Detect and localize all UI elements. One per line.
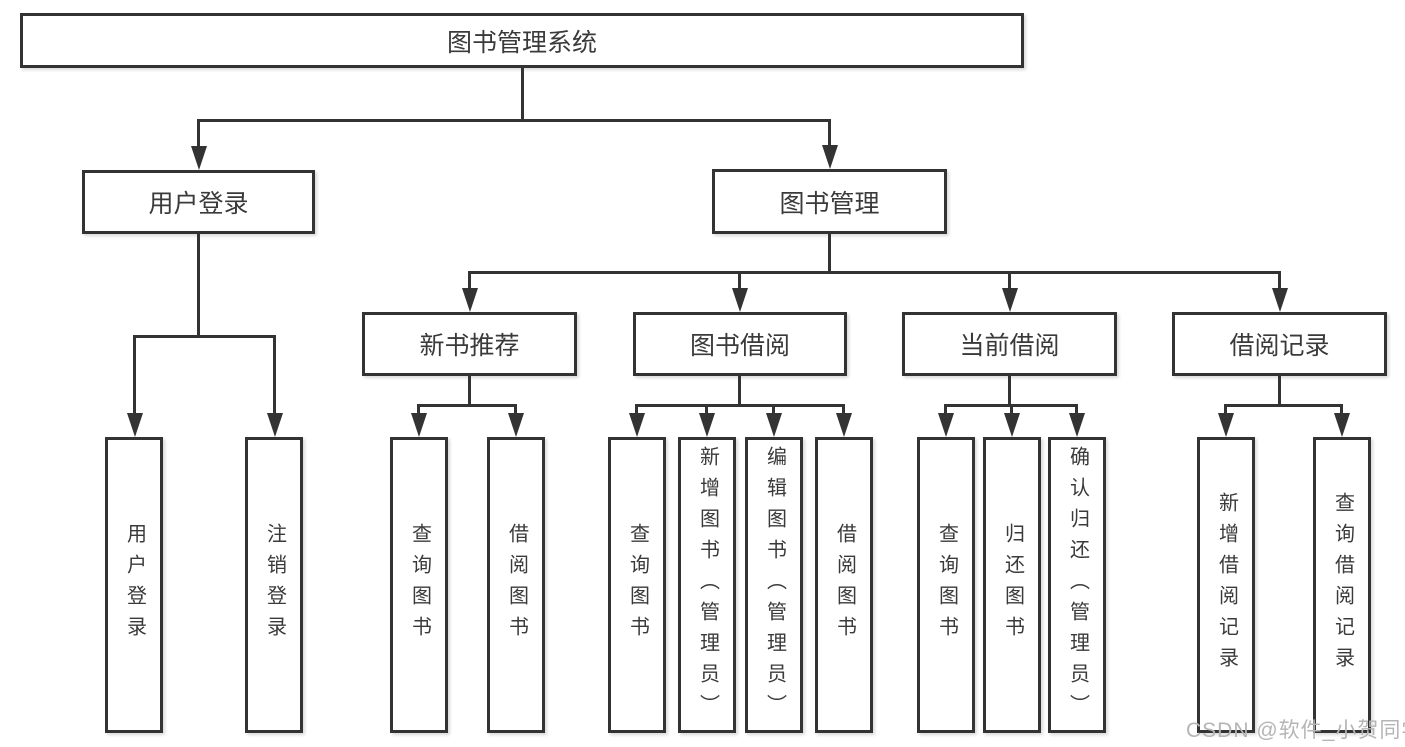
connector-line: [1224, 404, 1227, 414]
arrow-down-icon: [1272, 288, 1288, 312]
connector-line: [635, 404, 638, 414]
node-leaf-current-return: 归还图书: [983, 437, 1041, 733]
leaf-label: 新增借阅记录: [1215, 492, 1238, 678]
leaf-label: 借阅图书: [833, 523, 856, 647]
connector-line: [1340, 404, 1343, 414]
connector-line: [1010, 404, 1013, 414]
node-leaf-record-add: 新增借阅记录: [1197, 437, 1255, 733]
leaf-label: 归还图书: [1001, 523, 1024, 647]
connector-line: [197, 119, 200, 147]
connector-line: [133, 335, 276, 338]
connector-line: [944, 404, 947, 414]
node-leaf-record-query: 查询借阅记录: [1313, 437, 1371, 733]
arrow-down-icon: [1218, 413, 1234, 437]
arrow-down-icon: [822, 145, 838, 169]
node-leaf-borrow-add-admin: 新增图书（管理员）: [678, 437, 736, 733]
arrow-down-icon: [411, 413, 427, 437]
leaf-label: 查询图书: [935, 523, 958, 647]
node-leaf-login: 用户登录: [105, 437, 163, 733]
node-borrow-records: 借阅记录: [1172, 312, 1387, 376]
connector-line: [738, 376, 741, 404]
node-leaf-newbook-borrow: 借阅图书: [487, 437, 545, 733]
connector-line: [417, 404, 420, 414]
node-book-management: 图书管理: [712, 169, 947, 234]
node-leaf-current-confirm-admin: 确认归还（管理员）: [1048, 437, 1106, 733]
connector-line: [1278, 376, 1281, 404]
arrow-down-icon: [1069, 413, 1085, 437]
arrow-down-icon: [1004, 413, 1020, 437]
connector-line: [705, 404, 708, 414]
connector-line: [738, 271, 741, 289]
node-leaf-borrow-edit-admin: 编辑图书（管理员）: [745, 437, 803, 733]
node-leaf-borrow-borrow: 借阅图书: [815, 437, 873, 733]
connector-line: [468, 376, 471, 404]
connector-line: [417, 404, 517, 407]
node-current-borrow: 当前借阅: [902, 312, 1117, 376]
leaf-label: 确认归还（管理员）: [1066, 445, 1089, 725]
leaf-label: 查询借阅记录: [1331, 492, 1354, 678]
arrow-down-icon: [629, 413, 645, 437]
node-leaf-logout: 注销登录: [245, 437, 303, 733]
connector-line: [772, 404, 775, 414]
connector-line: [521, 68, 524, 119]
connector-line: [197, 119, 831, 122]
node-leaf-borrow-query: 查询图书: [608, 437, 666, 733]
arrow-down-icon: [836, 413, 852, 437]
connector-line: [197, 234, 200, 335]
node-book-borrow: 图书借阅: [633, 312, 847, 376]
leaf-label: 查询图书: [408, 523, 431, 647]
connector-line: [1008, 376, 1011, 404]
node-leaf-current-query: 查询图书: [917, 437, 975, 733]
leaf-label: 新增图书（管理员）: [696, 445, 719, 725]
connector-line: [828, 234, 831, 271]
arrow-down-icon: [267, 413, 283, 437]
arrow-down-icon: [1334, 413, 1350, 437]
connector-line: [1278, 271, 1281, 289]
node-new-book-recommend: 新书推荐: [362, 312, 577, 376]
leaf-label: 查询图书: [626, 523, 649, 647]
node-user-login: 用户登录: [82, 170, 315, 234]
leaf-label: 用户登录: [123, 523, 146, 647]
node-root: 图书管理系统: [20, 13, 1024, 68]
connector-line: [635, 404, 845, 407]
leaf-label: 注销登录: [263, 523, 286, 647]
connector-line: [468, 271, 1281, 274]
arrow-down-icon: [938, 413, 954, 437]
connector-line: [1224, 404, 1343, 407]
arrow-down-icon: [732, 288, 748, 312]
watermark: CSDN @软件_小贺同学: [1186, 719, 1405, 742]
arrow-down-icon: [1002, 288, 1018, 312]
connector-line: [133, 335, 136, 414]
arrow-down-icon: [191, 146, 207, 170]
connector-line: [514, 404, 517, 414]
node-leaf-newbook-query: 查询图书: [390, 437, 448, 733]
arrow-down-icon: [766, 413, 782, 437]
leaf-label: 编辑图书（管理员）: [763, 445, 786, 725]
arrow-down-icon: [127, 413, 143, 437]
leaf-label: 借阅图书: [505, 523, 528, 647]
arrow-down-icon: [462, 288, 478, 312]
arrow-down-icon: [699, 413, 715, 437]
connector-line: [1008, 271, 1011, 289]
arrow-down-icon: [508, 413, 524, 437]
connector-line: [1075, 404, 1078, 414]
connector-line: [468, 271, 471, 289]
connector-line: [842, 404, 845, 414]
connector-line: [273, 335, 276, 414]
connector-line: [828, 119, 831, 147]
